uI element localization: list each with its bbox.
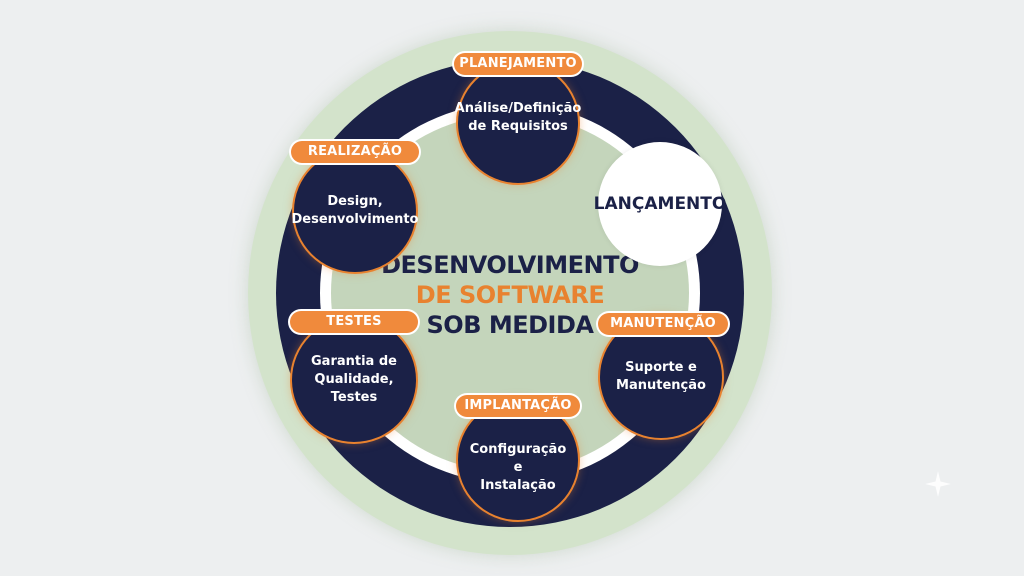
stage-manutencao-text: Suporte e Manutenção — [616, 360, 706, 393]
stage-realizacao-circle: Design, Desenvolvimento — [292, 150, 419, 272]
stage-testes-text: Garantia de Qualidade, Testes — [311, 354, 397, 405]
stage-testes-tag: TESTES — [290, 311, 418, 333]
title-line-3: SOB MEDIDA — [426, 311, 594, 339]
stage-planejamento-tag: PLANEJAMENTO — [454, 53, 582, 75]
stage-manutencao-circle: Suporte e Manutenção — [600, 316, 722, 438]
stage-realizacao-text: Design, Desenvolvimento — [291, 194, 419, 227]
stage-planejamento-circle: Análise/Definição de Requisitos — [455, 63, 581, 183]
stage-lancamento-text: LANÇAMENTO — [593, 194, 727, 214]
stage-planejamento-text: Análise/Definição de Requisitos — [454, 101, 582, 134]
stage-lancamento-circle: LANÇAMENTO — [594, 142, 726, 266]
stage-implantacao-tag: IMPLANTAÇÃO — [456, 395, 580, 417]
stage-manutencao-tag: MANUTENÇÃO — [598, 313, 728, 335]
title-line-1: DESENVOLVIMENTO — [381, 251, 639, 279]
stage-testes-circle: Garantia de Qualidade, Testes — [292, 318, 416, 442]
stage-realizacao-tag: REALIZAÇÃO — [291, 141, 419, 163]
stage-implantacao-circle: Configuração e Instalação — [458, 400, 578, 520]
stage-implantacao-text: Configuração e Instalação — [469, 442, 567, 493]
title-line-2: DE SOFTWARE — [415, 281, 605, 309]
sparkle-icon — [925, 471, 951, 497]
diagram-title: DESENVOLVIMENTO DE SOFTWARE SOB MEDIDA — [360, 250, 660, 340]
